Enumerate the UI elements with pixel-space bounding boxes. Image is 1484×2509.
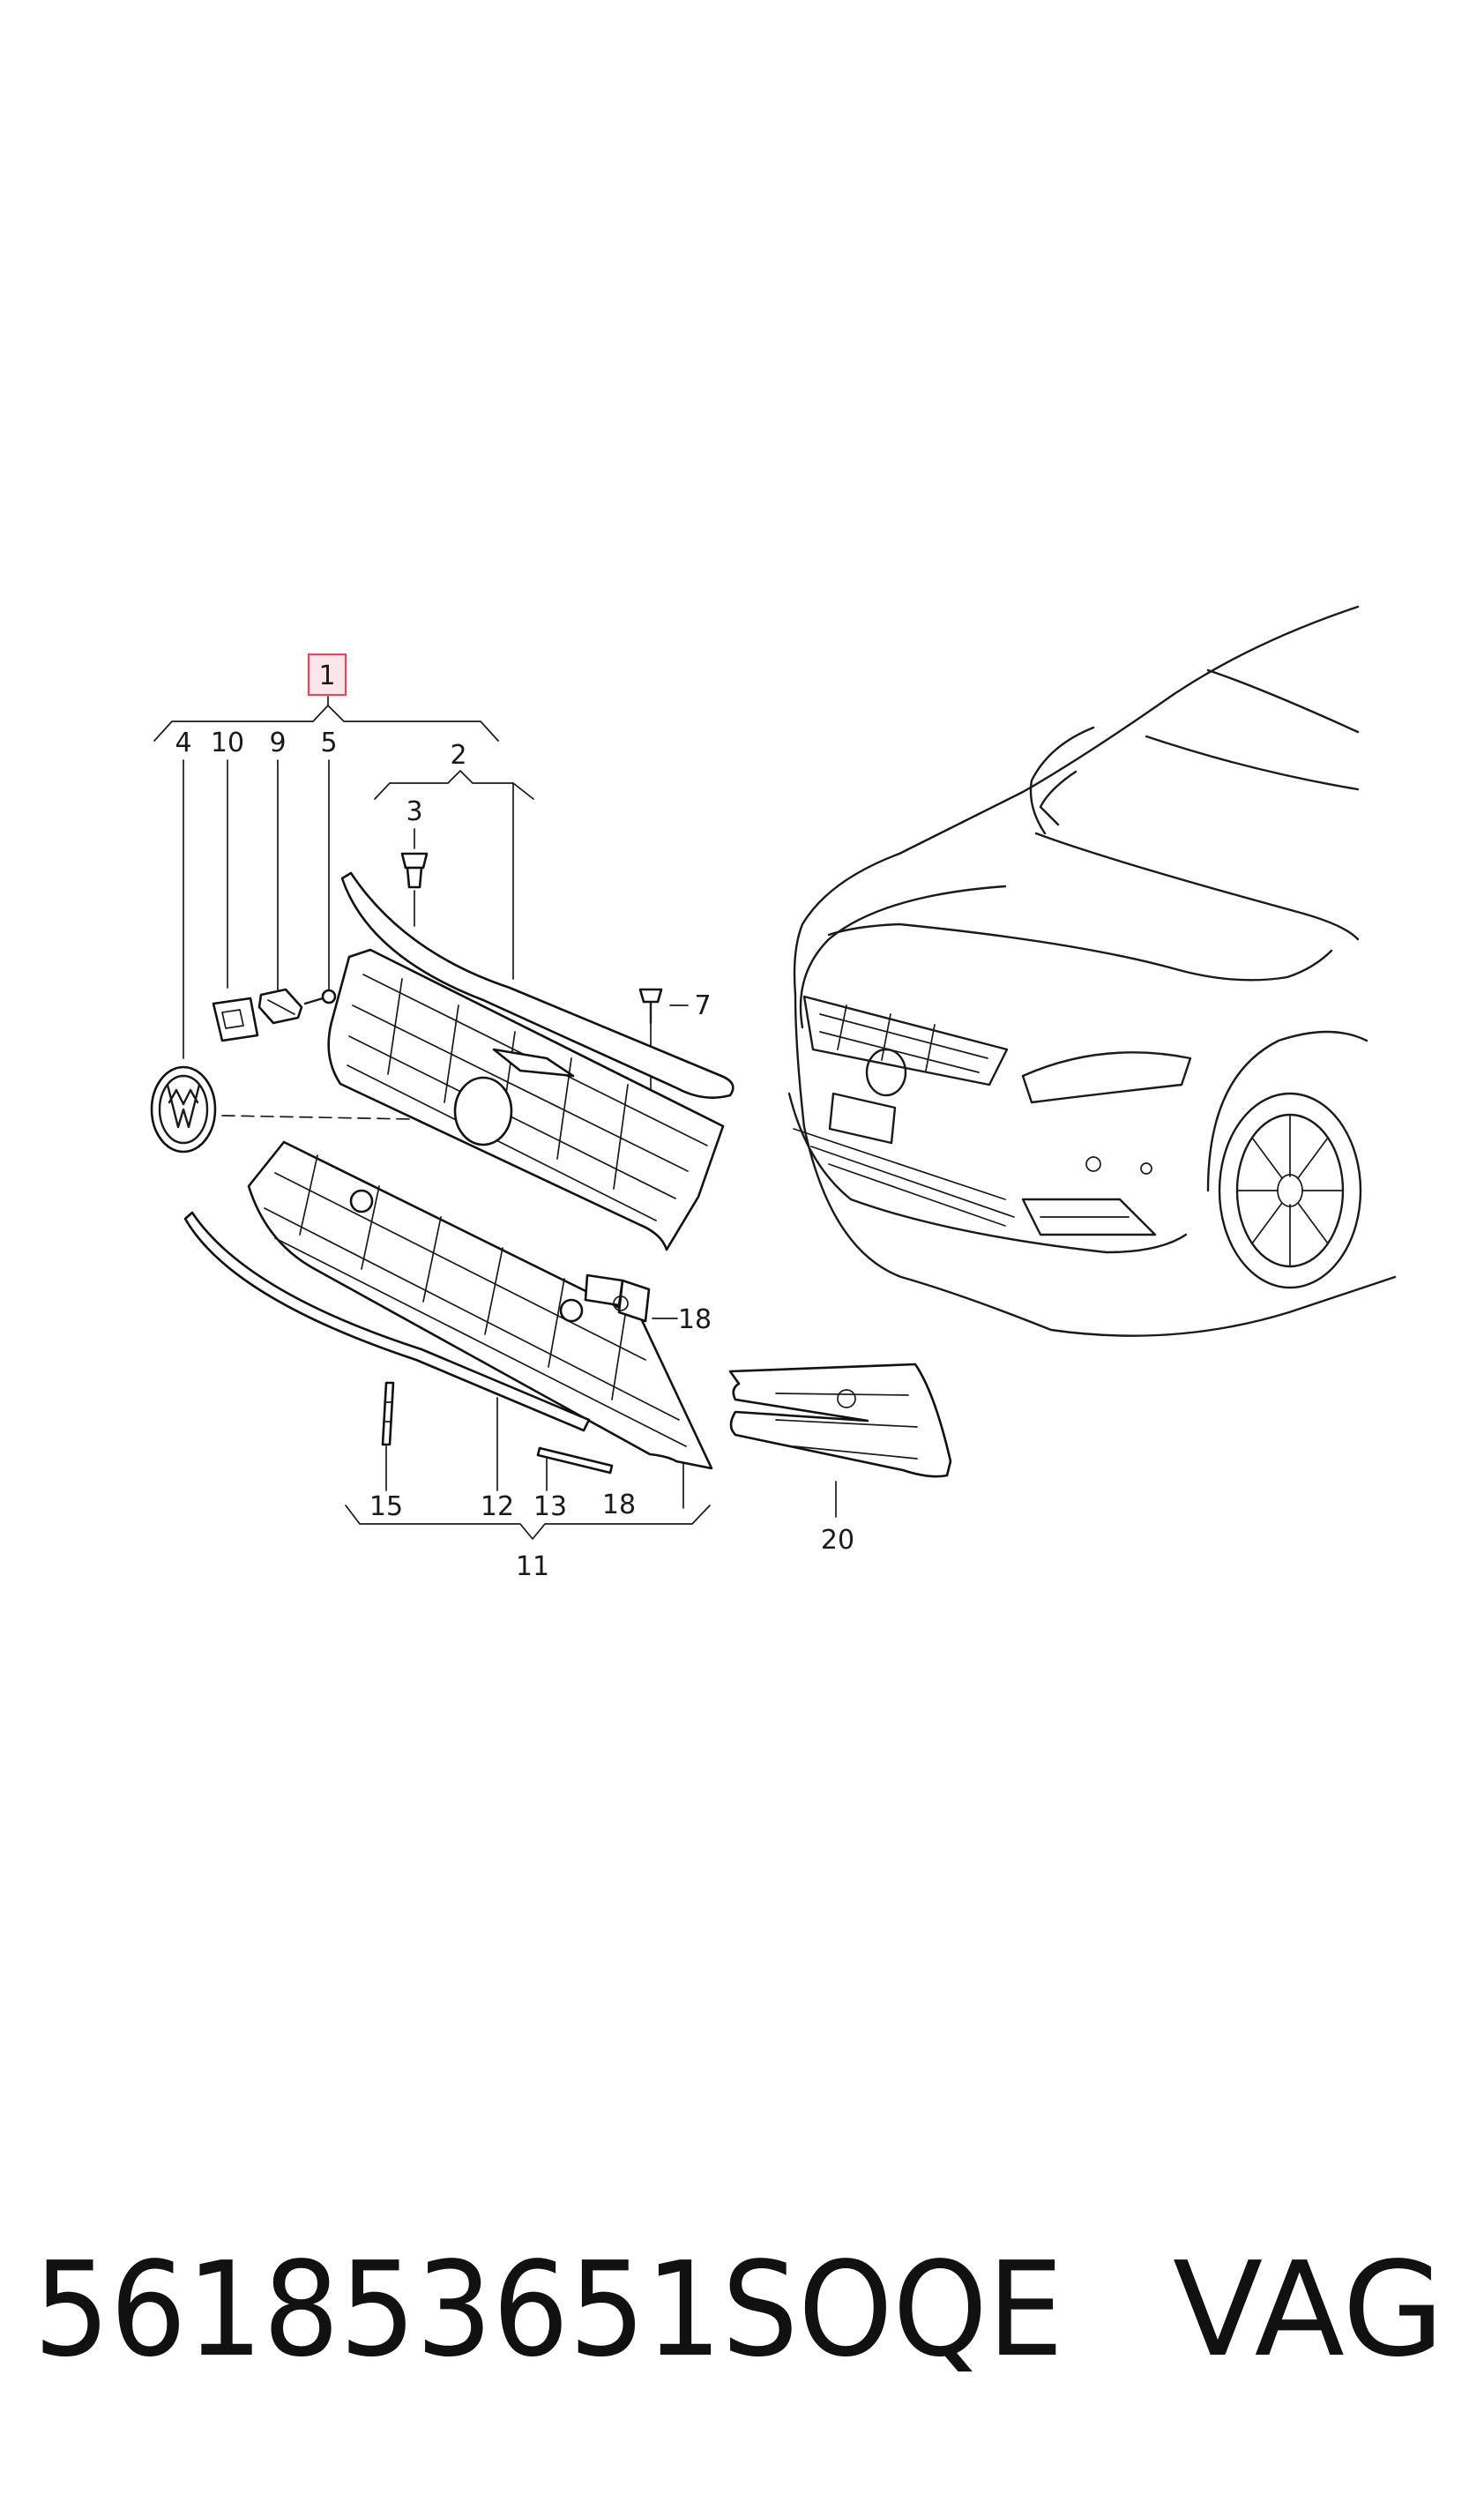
- bracket-18-part: [584, 1273, 651, 1323]
- screw-7-part: [638, 988, 663, 1025]
- callout-15[interactable]: 15: [369, 1491, 403, 1522]
- footer: 561853651SOQE VAG: [34, 2234, 1444, 2386]
- vehicle-reference: [787, 605, 1397, 1337]
- part-number: 561853651SOQE: [34, 2234, 1063, 2386]
- callout-7[interactable]: 7: [694, 990, 711, 1021]
- callout-20[interactable]: 20: [821, 1525, 854, 1556]
- callout-18-upper[interactable]: 18: [678, 1304, 712, 1335]
- clip-15-part: [381, 1381, 395, 1446]
- callout-5[interactable]: 5: [320, 728, 337, 758]
- callout-labels: 1 4 10 9 5 2 3 7 18 15 12 13 18 11 20: [175, 653, 854, 1582]
- screw-5-part: [303, 989, 337, 1005]
- group-bracket-11: [345, 1505, 711, 1540]
- group-bracket-1: [153, 696, 499, 742]
- lower-strip-12-part: [183, 1211, 591, 1432]
- callout-2[interactable]: 2: [450, 740, 466, 771]
- callout-3[interactable]: 3: [406, 796, 422, 827]
- callout-11[interactable]: 11: [516, 1551, 549, 1582]
- fog-grille-part: [728, 1363, 952, 1478]
- callout-12[interactable]: 12: [481, 1491, 514, 1522]
- callout-4[interactable]: 4: [175, 728, 191, 758]
- group-bracket-2: [374, 770, 534, 980]
- rline-badge-part: [212, 997, 259, 1042]
- brand-label: VAG: [1173, 2234, 1444, 2386]
- upper-trim-strip-part: [340, 871, 735, 1099]
- trim-13-part: [536, 1446, 614, 1475]
- callout-18-lower[interactable]: 18: [602, 1490, 636, 1520]
- emblem-part: [150, 1065, 217, 1154]
- clip-3-part: [400, 852, 429, 889]
- lower-grille-part: [247, 1140, 713, 1470]
- callout-1-highlight: [307, 653, 347, 697]
- callout-1[interactable]: 1: [318, 661, 335, 691]
- callout-10[interactable]: 10: [211, 728, 244, 758]
- bracket-part: [257, 988, 303, 1025]
- callout-9[interactable]: 9: [269, 728, 286, 758]
- upper-grille-part: [327, 948, 725, 1251]
- callout-13[interactable]: 13: [533, 1491, 567, 1522]
